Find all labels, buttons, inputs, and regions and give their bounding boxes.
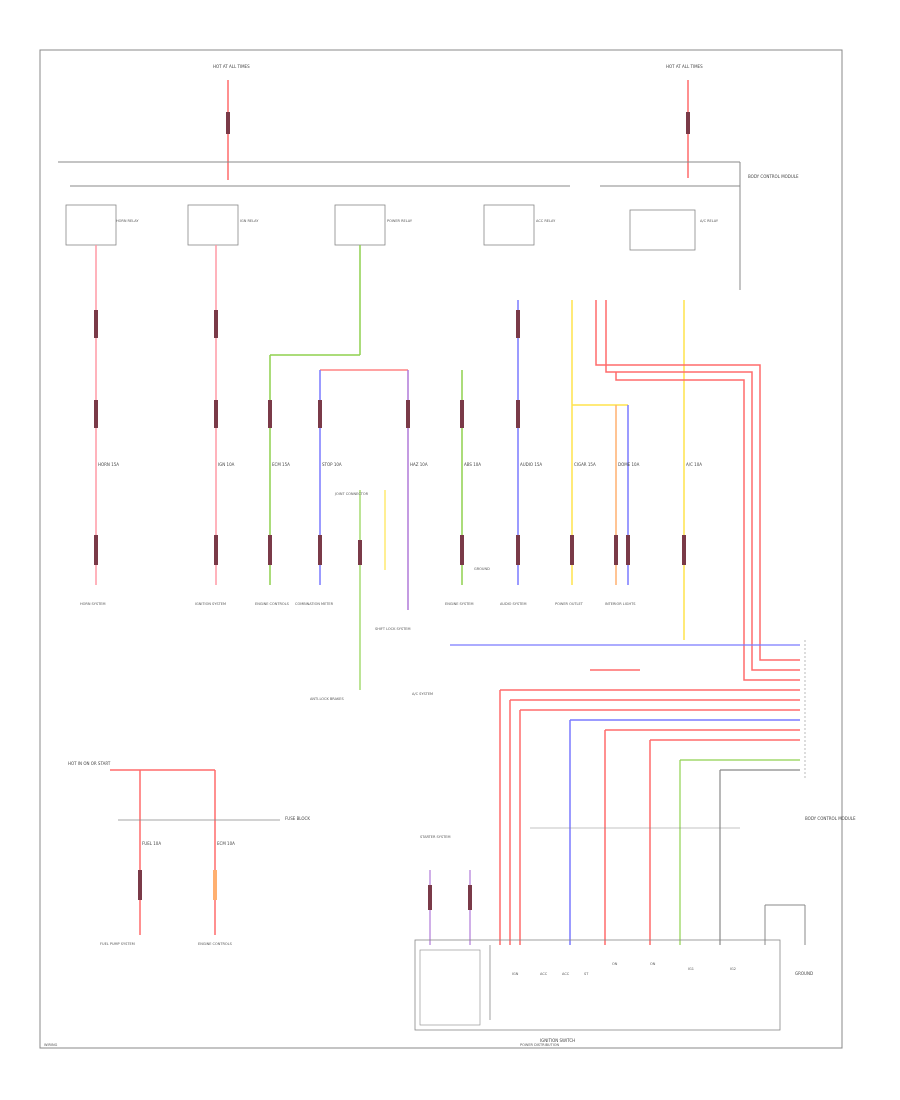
inner-label-m6: ON	[650, 962, 656, 966]
inner-label-m3: ACC	[562, 972, 570, 976]
relay-1-label: HORN RELAY	[116, 219, 139, 223]
center-label-2: GROUND	[474, 567, 490, 571]
bottom-left-bus-label: FUSE BLOCK	[285, 816, 310, 821]
destination-7: AUDIO SYSTEM	[500, 602, 527, 606]
inner-label-m7: IG1	[688, 967, 694, 971]
fuse-1-label: HORN 15A	[98, 462, 119, 467]
inner-label-m1: IGN	[512, 972, 519, 976]
destination-14: ENGINE CONTROLS	[198, 942, 233, 946]
top-left-label: HOT AT ALL TIMES	[213, 64, 250, 69]
fuse-10-label: A/C 10A	[686, 462, 702, 467]
top-left-source: HOT AT ALL TIMES	[213, 64, 250, 180]
fuse-7-label: AUDIO 15A	[520, 462, 542, 467]
footer-center: POWER DISTRIBUTION	[520, 1043, 560, 1047]
destination-1: HORN SYSTEM	[80, 602, 106, 606]
destination-13: FUEL PUMP SYSTEM	[100, 942, 135, 946]
relay-2: IGN RELAY	[187, 204, 259, 246]
relay-3-label: POWER RELAY	[387, 219, 413, 223]
bottom-fuse-2-label: ECM 10A	[217, 841, 235, 846]
destination-11: ANTI-LOCK BRAKES	[310, 697, 344, 701]
right-wire-bundle	[595, 300, 800, 681]
bottom-module-label: IGNITION SWITCH	[540, 1038, 575, 1043]
top-right-source: HOT AT ALL TIMES	[666, 64, 703, 178]
diagram-border	[39, 49, 843, 1049]
destination-12: STARTER SYSTEM	[420, 835, 451, 839]
destination-5: SHIFT LOCK SYSTEM	[375, 627, 410, 631]
module-label: BODY CONTROL MODULE	[805, 816, 856, 821]
fuse-9-label: DOME 10A	[618, 462, 640, 467]
destination-3: ENGINE CONTROLS	[255, 602, 290, 606]
relay-1: HORN RELAY	[65, 204, 139, 246]
inner-label-m5: ON	[612, 962, 618, 966]
relay-2-label: IGN RELAY	[240, 219, 259, 223]
right-bus-label: BODY CONTROL MODULE	[748, 174, 799, 179]
bottom-left-label: HOT IN ON OR START	[68, 761, 111, 766]
relay-4: ACC RELAY	[483, 204, 556, 246]
relay-4-label: ACC RELAY	[536, 219, 556, 223]
fuse-5-label: HAZ 10A	[410, 462, 428, 467]
ignition-switch-module: IGN ACC ACC ST ON ON IG1 IG2 IGNITION SW…	[414, 939, 781, 1043]
inner-label-m4: ST	[584, 972, 589, 976]
destination-9: INTERIOR LIGHTS	[605, 602, 636, 606]
fuse-4-label: STOP 10A	[322, 462, 342, 467]
fuse-6-label: ABS 10A	[464, 462, 481, 467]
destination-10: A/C SYSTEM	[412, 692, 433, 696]
fuse-marks	[94, 310, 686, 910]
destination-6: ENGINE SYSTEM	[445, 602, 473, 606]
relay-3: POWER RELAY	[334, 204, 413, 246]
destination-2: IGNITION SYSTEM	[195, 602, 226, 606]
relay-5-label: A/C RELAY	[700, 219, 719, 223]
inner-label-m2: ACC	[540, 972, 548, 976]
fuse-8-label: CIGAR 15A	[574, 462, 596, 467]
ground-label: GROUND	[795, 971, 813, 976]
destination-4: COMBINATION METER	[295, 602, 334, 606]
fuse-3-label: ECM 15A	[272, 462, 290, 467]
bottom-fuse-1-label: FUEL 10A	[142, 841, 161, 846]
center-label-1: JOINT CONNECTOR	[334, 492, 369, 496]
inner-label-m8: IG2	[730, 967, 736, 971]
fuse-2-label: IGN 10A	[218, 462, 235, 467]
top-right-label: HOT AT ALL TIMES	[666, 64, 703, 69]
destination-8: POWER OUTLET	[555, 602, 584, 606]
footer-left: WIRING	[44, 1043, 58, 1047]
relay-5: A/C RELAY	[629, 209, 719, 251]
